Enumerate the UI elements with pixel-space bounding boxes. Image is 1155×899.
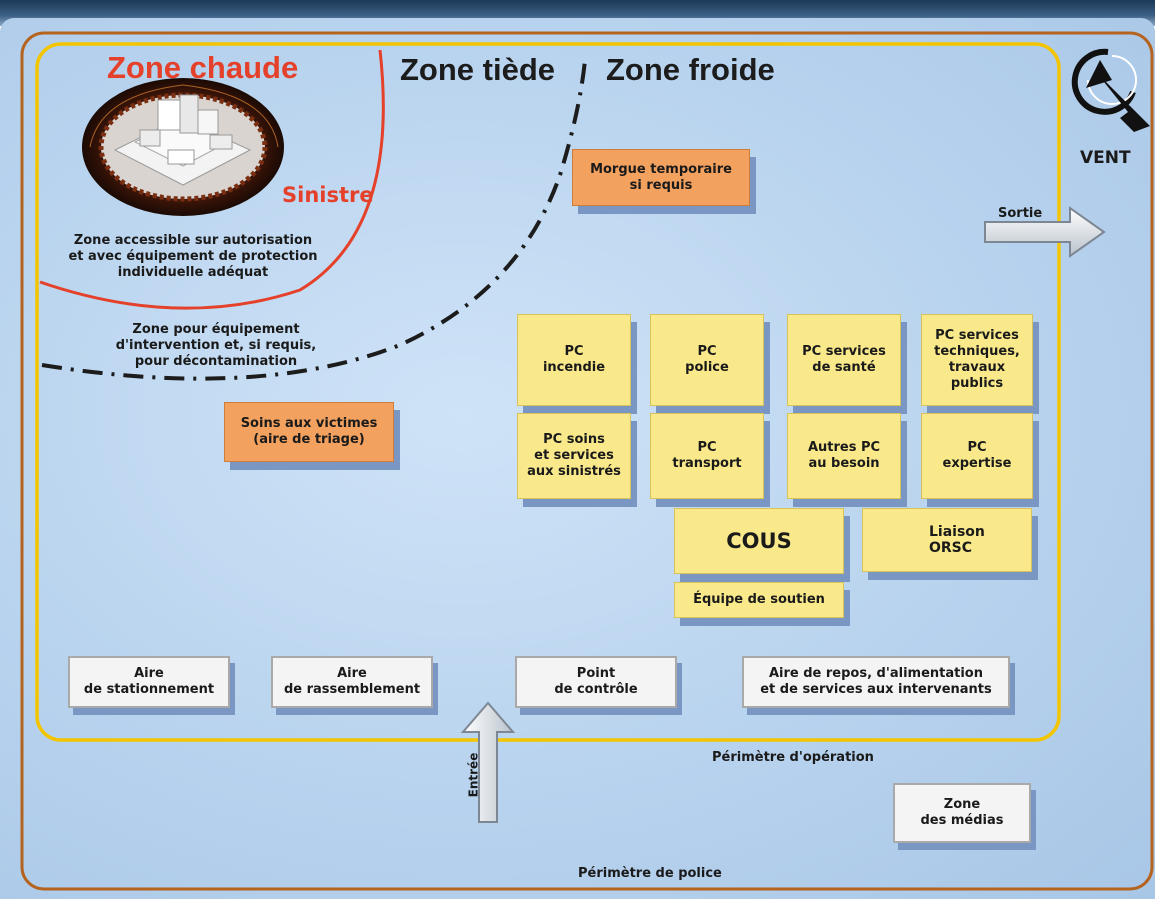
- warm-zone-boundary: [41, 59, 587, 381]
- pc-expertise-box: PC expertise: [921, 413, 1033, 499]
- wind-label: VENT: [1080, 148, 1131, 168]
- sinistre-building-icon: [82, 78, 284, 216]
- hot-zone-boundary: [39, 49, 385, 310]
- parking-area-box: Aire de stationnement: [68, 656, 230, 708]
- police-perimeter-line: [20, 31, 1154, 891]
- warm-zone-title: Zone tiède: [400, 52, 556, 87]
- media-zone-box: Zone des médias: [893, 783, 1031, 843]
- pc-soins-box: PC soins et services aux sinistrés: [517, 413, 631, 499]
- exit-label: Sortie: [998, 206, 1043, 221]
- exit-arrow-icon: [984, 206, 1106, 258]
- pc-incendie-box: PC incendie: [517, 314, 631, 406]
- rest-area-box: Aire de repos, d'alimentation et de serv…: [742, 656, 1010, 708]
- pc-techniques-box: PC services techniques, travaux publics: [921, 314, 1033, 406]
- warm-zone-note: Zone pour équipement d'intervention et, …: [115, 322, 317, 369]
- support-team-box: Équipe de soutien: [674, 582, 844, 618]
- autres-pc-box: Autres PC au besoin: [787, 413, 901, 499]
- police-perimeter-label: Périmètre de police: [578, 866, 722, 881]
- operation-perimeter-label: Périmètre d'opération: [712, 750, 874, 765]
- entrance-label: Entrée: [466, 752, 481, 798]
- morgue-box: Morgue temporaire si requis: [572, 149, 750, 206]
- pc-police-box: PC police: [650, 314, 764, 406]
- cold-zone-title: Zone froide: [606, 52, 775, 87]
- wind-direction-icon: [1071, 48, 1150, 132]
- liaison-orsc-box: Liaison ORSC: [862, 508, 1032, 572]
- pc-sante-box: PC services de santé: [787, 314, 901, 406]
- triage-box: Soins aux victimes (aire de triage): [224, 402, 394, 462]
- pc-transport-box: PC transport: [650, 413, 764, 499]
- operation-perimeter-line: [35, 42, 1061, 742]
- cous-box: COUS: [674, 508, 844, 574]
- liaison-orsc-label: Liaison ORSC: [929, 524, 985, 556]
- hot-zone-title: Zone chaude: [107, 50, 299, 85]
- sinistre-label: Sinistre: [282, 183, 374, 207]
- assembly-area-box: Aire de rassemblement: [271, 656, 433, 708]
- hot-zone-note: Zone accessible sur autorisation et avec…: [68, 233, 318, 280]
- checkpoint-box: Point de contrôle: [515, 656, 677, 708]
- entrance-arrow-icon: [460, 701, 516, 823]
